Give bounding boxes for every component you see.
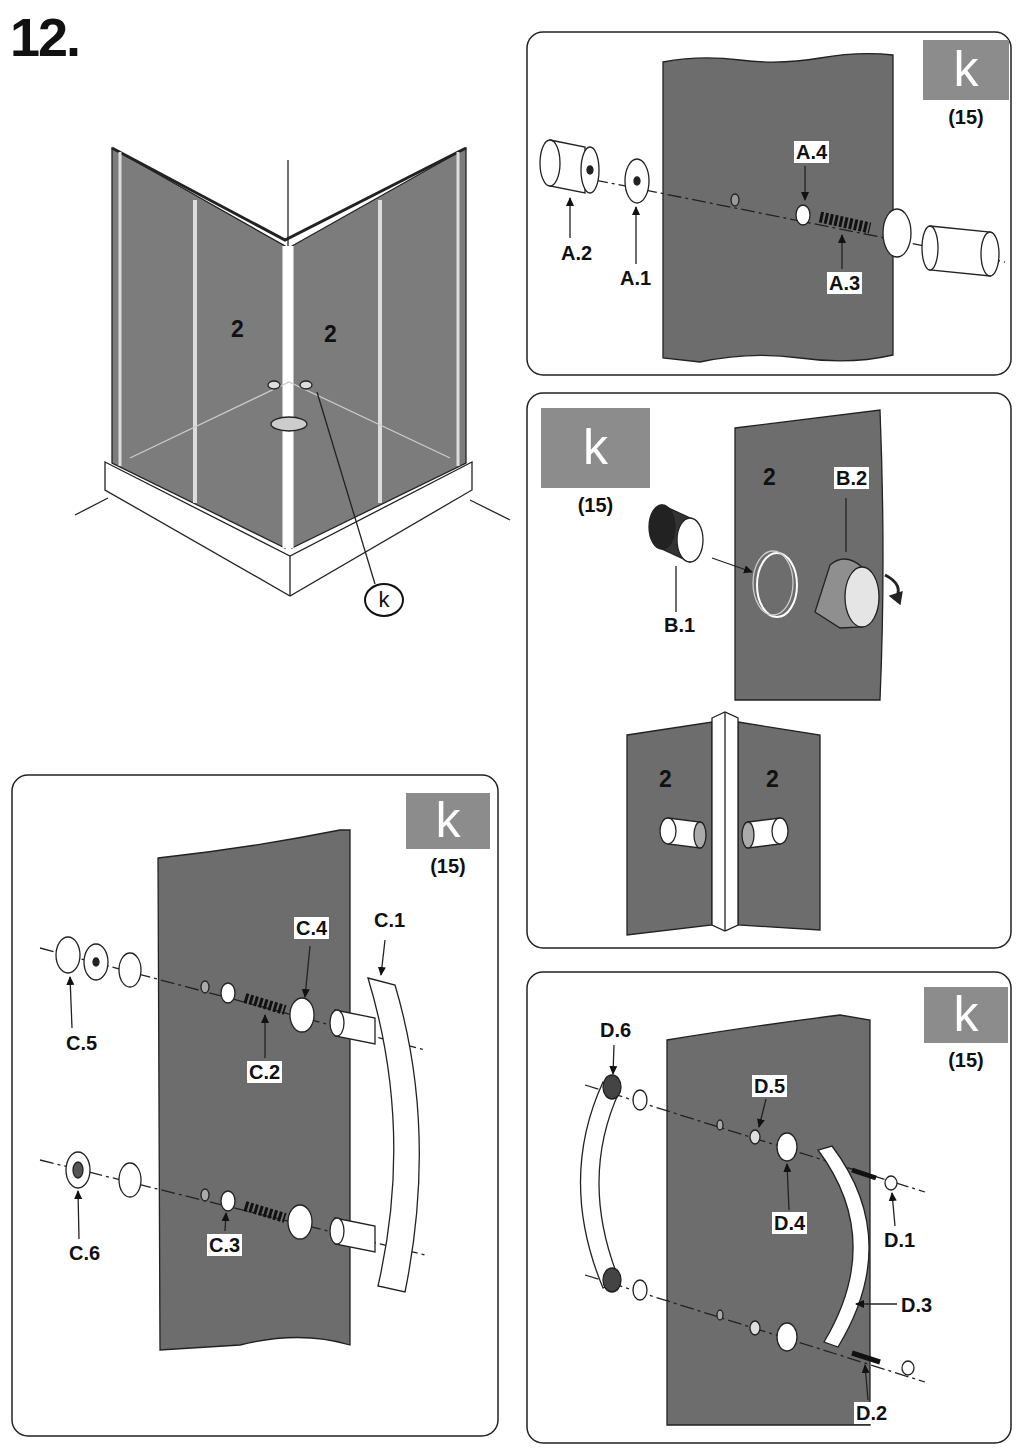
part-label: D.4 [772,1212,807,1234]
detail-letter: k [923,44,1009,94]
part-label: D.3 [899,1294,934,1316]
quantity-number: (15) [430,855,466,878]
detail-badge: k(15) [406,793,490,849]
part-label: C.5 [64,1032,99,1054]
detail-badge: k(15) [924,987,1008,1043]
detail-badge: k(15) [923,40,1009,100]
detail-letter: k [406,795,490,845]
panel-frames [12,32,1011,1443]
part-label: A.2 [559,242,594,264]
panel-number: 2 [763,465,776,490]
quantity-number: (15) [948,1049,984,1072]
panel-number: 2 [231,317,244,342]
part-label: A.1 [618,267,653,289]
panel-number: 2 [659,767,672,792]
part-label: B.1 [662,614,697,636]
part-label: B.2 [834,467,869,489]
part-label: C.1 [372,909,407,931]
part-d-assembly [581,1015,926,1425]
part-label: A.3 [827,272,862,294]
part-label: C.3 [207,1234,242,1256]
shower-enclosure [75,148,510,596]
step-number: 12. [10,8,79,67]
part-label: D.6 [598,1019,633,1041]
detail-letter: k [541,422,650,472]
callout-circle: k [364,583,404,617]
detail-letter: k [366,589,402,611]
panel-number: 2 [766,767,779,792]
part-label: A.4 [794,141,829,163]
quantity-number: (15) [948,106,984,129]
panel-number: 2 [324,322,337,347]
part-label: D.1 [882,1229,917,1251]
part-label: D.2 [854,1402,889,1424]
part-label: C.6 [67,1242,102,1264]
quantity-number: (15) [578,494,614,517]
detail-badge: k(15) [541,408,650,488]
part-label: C.4 [294,917,329,939]
detail-letter: k [924,989,1008,1039]
part-label: C.2 [247,1061,282,1083]
part-b-assembly [627,410,902,935]
part-label: D.5 [752,1075,787,1097]
part-c-assembly [40,830,425,1350]
